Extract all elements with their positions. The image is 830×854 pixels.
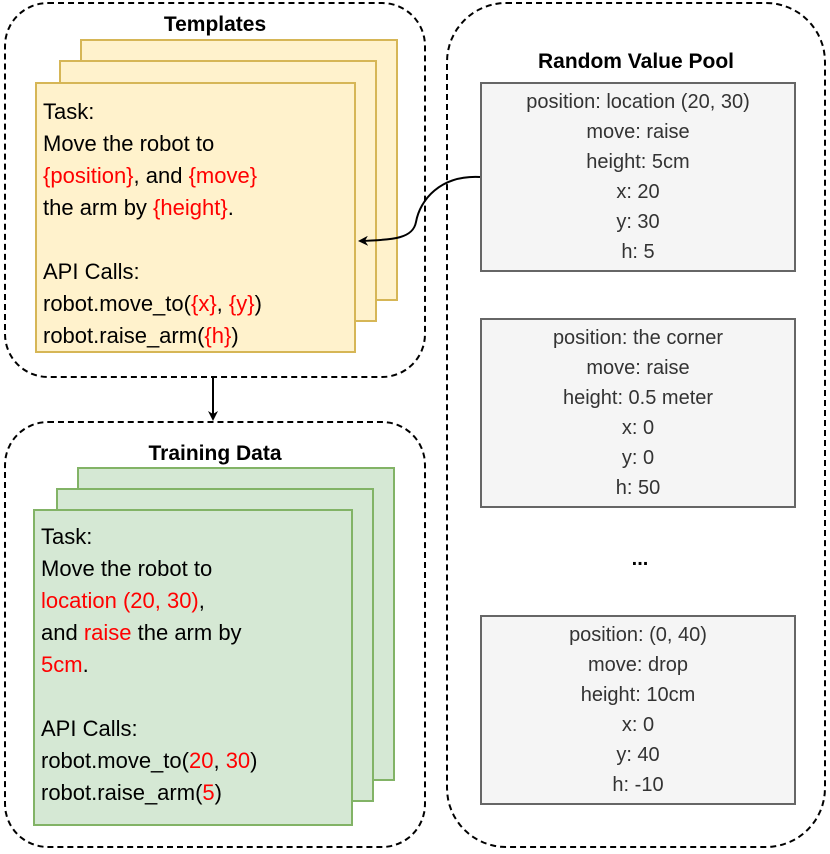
pool-ellipsis: ... <box>631 548 649 570</box>
value-line: y: 0 <box>621 447 655 469</box>
value-line: y: 30 <box>616 211 660 233</box>
training-and: and <box>41 620 84 645</box>
template-arm-by: the arm by <box>43 195 154 220</box>
template-raise-arm: robot.raise_arm( <box>43 323 205 348</box>
value-line: x: 0 <box>621 417 655 439</box>
value-line: move: raise <box>586 121 690 143</box>
training-close-1: ) <box>250 748 258 773</box>
value-height: 5cm <box>41 652 83 677</box>
value-line: position: (0, 40) <box>569 624 707 646</box>
value-line: h: 50 <box>615 477 661 499</box>
value-line: position: the corner <box>552 327 724 349</box>
value-line: move: drop <box>587 654 689 676</box>
pool-to-template-arrow <box>358 175 481 246</box>
training-comma: , <box>213 748 226 773</box>
training-data-group: Training Data <box>4 421 426 848</box>
placeholder-height: {height} <box>153 195 228 220</box>
template-close-2: ) <box>231 323 239 348</box>
training-period: . <box>82 652 89 677</box>
value-x: 20 <box>188 748 214 773</box>
template-call-2: robot.raise_arm({h}) <box>43 320 262 352</box>
value-line: height: 0.5 meter <box>562 387 714 409</box>
template-text: Task: Move the robot to {position}, and … <box>43 96 262 352</box>
value-line: x: 0 <box>621 714 655 736</box>
training-call-1: robot.move_to(20, 30) <box>41 745 258 777</box>
value-line: height: 10cm <box>580 684 696 706</box>
value-line: y: 40 <box>616 744 660 766</box>
template-line-1: Move the robot to <box>43 131 215 156</box>
training-call-2: robot.raise_arm(5) <box>41 777 258 809</box>
placeholder-x: {x} <box>190 291 217 316</box>
placeholder-y: {y} <box>228 291 255 316</box>
training-comma-end: , <box>198 588 205 613</box>
value-line: move: raise <box>586 357 690 379</box>
value-line: position: location (20, 30) <box>526 91 750 113</box>
placeholder-h: {h} <box>204 323 232 348</box>
value-y: 30 <box>225 748 251 773</box>
templates-title: Templates <box>163 13 267 36</box>
random-value-pool-title: Random Value Pool <box>537 50 735 73</box>
training-move-to: robot.move_to( <box>41 748 189 773</box>
template-close-1: ) <box>254 291 262 316</box>
template-and: , and <box>133 163 189 188</box>
training-line-1: Move the robot to <box>41 556 213 581</box>
template-card-front: Task: Move the robot to {position}, and … <box>35 82 356 353</box>
template-api-label: API Calls: <box>43 259 140 284</box>
training-data-title: Training Data <box>148 442 282 465</box>
placeholder-move: {move} <box>188 163 258 188</box>
placeholder-position: {position} <box>43 163 134 188</box>
training-arm-by: the arm by <box>131 620 242 645</box>
template-line-3: the arm by {height}. <box>43 192 262 224</box>
training-raise-arm: robot.raise_arm( <box>41 780 203 805</box>
template-call-1: robot.move_to({x}, {y}) <box>43 288 262 320</box>
value-line: h: -10 <box>612 774 664 796</box>
value-line: height: 5cm <box>586 151 690 173</box>
template-period: . <box>227 195 234 220</box>
training-close-2: ) <box>214 780 222 805</box>
value-position: location (20, 30) <box>41 588 199 613</box>
template-task-label: Task: <box>43 99 95 124</box>
training-line-3: and raise the arm by <box>41 617 258 649</box>
value-box-3: position: (0, 40) move: drop height: 10c… <box>480 615 796 805</box>
training-line-4: 5cm. <box>41 649 258 681</box>
training-task-label: Task: <box>41 524 93 549</box>
template-comma: , <box>216 291 229 316</box>
template-move-to: robot.move_to( <box>43 291 191 316</box>
value-line: x: 20 <box>616 181 660 203</box>
value-line: h: 5 <box>621 241 655 263</box>
training-api-label: API Calls: <box>41 716 138 741</box>
random-value-pool-group: Random Value Pool <box>446 2 826 848</box>
training-line-2: location (20, 30), <box>41 585 258 617</box>
value-box-2: position: the corner move: raise height:… <box>480 318 796 508</box>
training-text: Task: Move the robot to location (20, 30… <box>41 521 258 809</box>
training-card-front: Task: Move the robot to location (20, 30… <box>33 509 353 826</box>
template-line-2: {position}, and {move} <box>43 160 262 192</box>
value-box-1: position: location (20, 30) move: raise … <box>480 82 796 272</box>
value-h: 5 <box>202 780 215 805</box>
templates-group: Templates <box>4 2 426 378</box>
value-move: raise <box>83 620 132 645</box>
